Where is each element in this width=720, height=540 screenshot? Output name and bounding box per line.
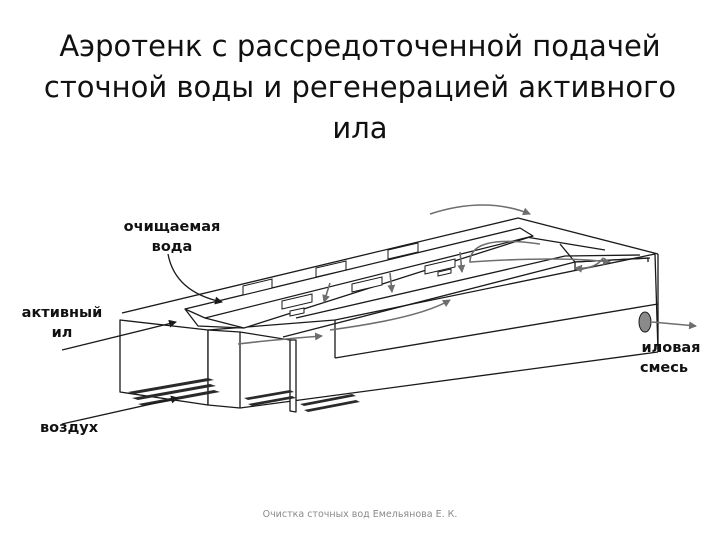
label-active-sludge-1: активный <box>22 305 103 321</box>
slide-footer: Очистка сточных вод Емельянова Е. К. <box>0 509 720 520</box>
label-treated-water-2: вода <box>152 239 193 255</box>
outlet-pipe <box>639 312 651 332</box>
label-treated-water-1: очищаемая <box>124 219 221 235</box>
label-active-sludge-2: ил <box>52 325 73 341</box>
label-mixture-2: смесь <box>640 360 688 376</box>
label-mixture-1: иловая <box>641 340 700 356</box>
slide-title: Аэротенк с рассредоточенной подачей сточ… <box>20 26 700 149</box>
aeration-tank-diagram: очищаемая вода активный ил воздух иловая… <box>0 180 720 460</box>
label-air: воздух <box>40 420 99 436</box>
tank-structure <box>120 218 658 412</box>
flow-arrows <box>238 205 696 344</box>
